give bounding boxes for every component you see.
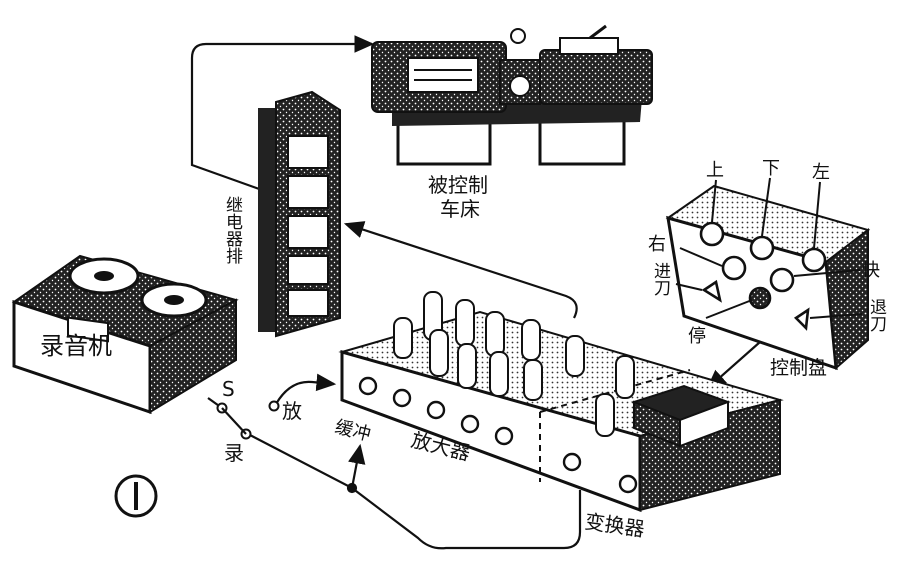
lever-retract bbox=[793, 307, 810, 331]
vacuum-tube bbox=[565, 335, 585, 377]
knob bbox=[392, 388, 412, 408]
button-right bbox=[721, 255, 747, 281]
converter-label: 变换器 bbox=[583, 509, 646, 541]
relay-unit bbox=[287, 289, 329, 317]
wire-amplifier-to-relay bbox=[343, 221, 578, 319]
switch-label-s: S bbox=[222, 377, 235, 401]
amplifier-knobs[interactable] bbox=[358, 376, 638, 494]
relay-unit bbox=[287, 255, 329, 285]
vacuum-tube bbox=[455, 299, 475, 347]
knob bbox=[460, 414, 480, 434]
vacuum-tube bbox=[429, 329, 449, 377]
lathe-label: 被控制 车床 bbox=[428, 173, 494, 221]
lathe bbox=[371, 24, 653, 166]
vacuum-tube bbox=[615, 355, 635, 399]
button-left bbox=[801, 247, 827, 273]
wire-panel-to-converter bbox=[706, 341, 761, 390]
control-panel-label: 控制盘 bbox=[770, 357, 827, 379]
junction-dot bbox=[346, 482, 358, 494]
wire-record-branch bbox=[247, 433, 366, 490]
label-fast: 快 bbox=[862, 260, 880, 281]
label-retract: 退刀 bbox=[866, 298, 887, 332]
wire-bottom-loop bbox=[351, 487, 582, 550]
button-up bbox=[699, 221, 725, 247]
button-fast bbox=[769, 267, 795, 293]
amplifier-prefix-label: 缓冲 bbox=[333, 416, 373, 445]
vacuum-tubes bbox=[393, 291, 635, 437]
relay-unit bbox=[287, 135, 329, 169]
label-down: 下 bbox=[762, 158, 780, 179]
lever-feed bbox=[701, 279, 722, 303]
relay-bank bbox=[258, 90, 341, 338]
label-stop: 停 bbox=[688, 326, 706, 347]
knob bbox=[494, 426, 514, 446]
wiring bbox=[190, 35, 761, 550]
record-play-switch[interactable] bbox=[216, 400, 280, 440]
switch-label-play: 放 bbox=[282, 399, 302, 423]
button-down bbox=[749, 235, 775, 261]
knob bbox=[426, 400, 446, 420]
knob bbox=[618, 474, 638, 494]
label-left: 左 bbox=[812, 162, 830, 183]
lathe-label-line2: 车床 bbox=[440, 197, 480, 221]
vacuum-tube bbox=[521, 319, 541, 361]
tape-recorder bbox=[11, 254, 239, 415]
vacuum-tube bbox=[523, 359, 543, 401]
lathe-label-line1: 被控制 bbox=[428, 173, 488, 197]
wire-play-branch bbox=[275, 373, 337, 405]
control-buttons[interactable] bbox=[699, 221, 827, 331]
switch-label-record: 录 bbox=[224, 441, 244, 465]
transformer bbox=[631, 384, 731, 448]
relay-unit bbox=[287, 215, 329, 249]
relay-unit bbox=[287, 175, 329, 209]
tape-recorder-label: 录音机 bbox=[40, 332, 112, 360]
vacuum-tube bbox=[393, 317, 413, 359]
vacuum-tube bbox=[489, 351, 509, 397]
label-right: 右 bbox=[648, 234, 666, 255]
figure-number bbox=[114, 474, 158, 518]
figure-number-text: ① bbox=[129, 483, 151, 511]
button-stop bbox=[748, 286, 772, 310]
label-up: 上 bbox=[706, 160, 724, 181]
vacuum-tube bbox=[485, 311, 505, 357]
knob bbox=[358, 376, 378, 396]
vacuum-tube bbox=[457, 343, 477, 389]
button-leaders bbox=[675, 177, 863, 319]
knob bbox=[562, 452, 582, 472]
label-feed: 进刀 bbox=[650, 262, 671, 296]
wire-relay-to-lathe bbox=[190, 35, 375, 192]
vacuum-tube bbox=[595, 393, 615, 437]
relay-bank-label: 继电器排 bbox=[222, 196, 243, 265]
